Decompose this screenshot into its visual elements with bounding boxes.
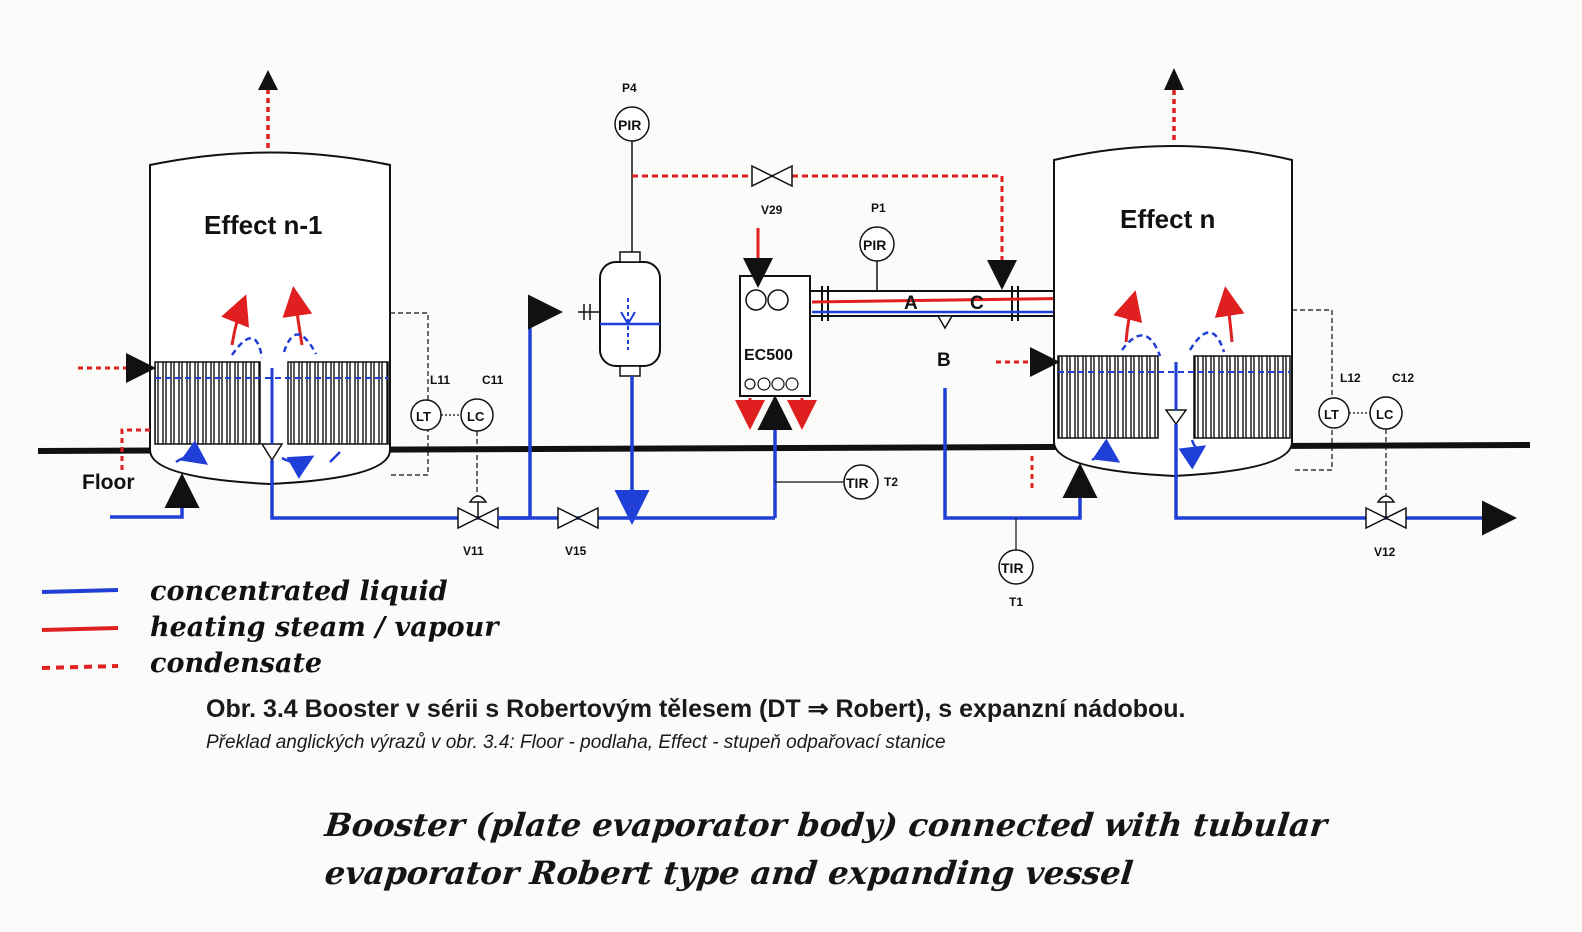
t2-tir [843, 464, 879, 500]
v29-label: V29 [761, 203, 783, 217]
svg-text:PIR: PIR [863, 237, 886, 253]
pipe-to-expansion-vessel [528, 294, 563, 518]
expansion-vessel [578, 251, 661, 377]
p4-tag: P4 [622, 81, 637, 95]
t1-tag: T1 [1009, 595, 1023, 609]
v11-label: V11 [463, 544, 484, 558]
figure-caption: Obr. 3.4 Booster v sérii s Robertovým tě… [206, 695, 1186, 723]
legend-label-liquid: concentrated liquid [150, 576, 448, 607]
valve-v11[interactable] [457, 495, 499, 530]
handwritten-note-line-1: Booster (plate evaporator body) connecte… [323, 806, 1329, 844]
handwritten-note-line-2: evaporator Robert type and expanding ves… [323, 854, 1135, 892]
v15-label: V15 [565, 544, 587, 558]
vapour-pipe-booster-to-effect [809, 283, 1100, 343]
right-tube-bundle-1 [1057, 355, 1159, 439]
svg-text:LT: LT [1324, 407, 1339, 422]
legend-line-steam [41, 626, 119, 632]
left-liquid-outlet [270, 460, 530, 520]
point-b-liquid-line [943, 388, 1098, 520]
c11-tag: C11 [482, 373, 504, 387]
left-tube-bundle-1 [154, 361, 261, 445]
left-tube-bundle-2 [287, 361, 389, 445]
valve-v29[interactable] [751, 164, 793, 188]
effect-n-vessel: Effect n [1053, 145, 1293, 478]
p1-tag: P1 [871, 201, 886, 215]
figure-subcaption: Překlad anglických výrazů v obr. 3.4: Fl… [206, 732, 946, 753]
t2-tag: T2 [884, 475, 898, 489]
svg-text:LT: LT [416, 409, 431, 424]
svg-text:LC: LC [1376, 407, 1394, 422]
left-condensate [120, 428, 150, 470]
legend: concentrated liquid heating steam / vapo… [41, 576, 500, 679]
legend-line-liquid [41, 588, 119, 594]
v12-label: V12 [1374, 545, 1396, 559]
legend-line-condensate [41, 664, 119, 670]
effect-n-label: Effect n [1120, 204, 1215, 234]
booster-ec500: EC500 [739, 275, 811, 397]
l11-tag: L11 [430, 373, 450, 387]
point-a: A [904, 293, 918, 314]
point-b: B [937, 350, 951, 371]
left-level-signal [390, 312, 429, 476]
effect-n-1-vessel: Effect n-1 [149, 151, 391, 486]
t1-tir [998, 549, 1034, 585]
effect-n-1-label: Effect n-1 [204, 210, 322, 240]
right-tube-bundle-2 [1193, 355, 1291, 439]
l12-tag: L12 [1340, 371, 1361, 385]
svg-text:EC500: EC500 [744, 347, 793, 364]
svg-text:TIR: TIR [1001, 560, 1024, 576]
legend-label-steam: heating steam / vapour [150, 612, 500, 643]
left-liquid-feed [110, 473, 200, 519]
legend-label-condensate: condensate [150, 648, 322, 679]
c12-tag: C12 [1392, 371, 1414, 385]
valve-v15[interactable] [557, 506, 599, 530]
vapour-bypass-line [632, 174, 1017, 290]
svg-text:PIR: PIR [618, 117, 641, 133]
right-level-signal [1292, 309, 1333, 471]
svg-text:LC: LC [467, 409, 485, 424]
valve-v12[interactable] [1365, 495, 1407, 530]
floor-label: Floor [82, 471, 135, 494]
point-c: C [970, 293, 984, 314]
svg-text:TIR: TIR [846, 475, 869, 491]
